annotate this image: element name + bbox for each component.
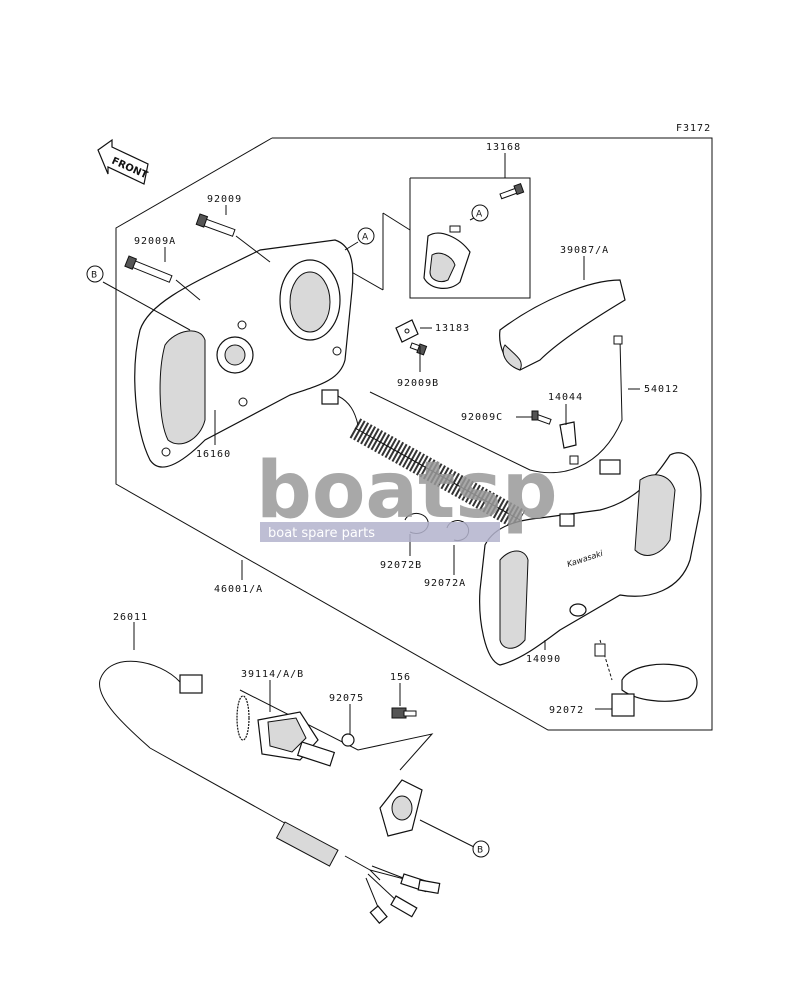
switch-39114[interactable] bbox=[236, 695, 336, 767]
label-156[interactable]: 156 bbox=[390, 672, 411, 683]
label-13183[interactable]: 13183 bbox=[435, 323, 470, 334]
label-92075[interactable]: 92075 bbox=[329, 693, 364, 704]
subassembly-frame bbox=[409, 177, 531, 299]
label-92009c[interactable]: 92009C bbox=[461, 412, 503, 423]
lever-13168[interactable] bbox=[423, 182, 525, 289]
assembly-frame bbox=[115, 137, 713, 731]
label-92009a[interactable]: 92009A bbox=[134, 236, 176, 247]
label-92009[interactable]: 92009 bbox=[207, 194, 242, 205]
screw-92075[interactable] bbox=[341, 733, 355, 747]
label-39087[interactable]: 39087/A bbox=[560, 245, 609, 256]
harness-26011[interactable] bbox=[99, 660, 441, 924]
diagram-code: F3172 bbox=[676, 123, 711, 134]
bolt-156[interactable] bbox=[391, 707, 417, 719]
housing-16160[interactable] bbox=[134, 239, 354, 468]
label-13168[interactable]: 13168 bbox=[486, 142, 521, 153]
watermark: boatsp boat spare parts bbox=[256, 446, 558, 542]
ref-marker-b-2: B bbox=[472, 840, 490, 858]
label-92072b[interactable]: 92072B bbox=[380, 560, 422, 571]
label-26011[interactable]: 26011 bbox=[113, 612, 148, 623]
label-92009b[interactable]: 92009B bbox=[397, 378, 439, 389]
label-92072a[interactable]: 92072A bbox=[424, 578, 466, 589]
label-14044[interactable]: 14044 bbox=[548, 392, 583, 403]
watermark-brand: boatsp bbox=[256, 446, 558, 536]
label-54012[interactable]: 54012 bbox=[644, 384, 679, 395]
bracket-14044[interactable] bbox=[559, 421, 577, 449]
plate-13183[interactable] bbox=[395, 319, 419, 343]
wire-spring[interactable] bbox=[321, 389, 526, 530]
bolt-92009c[interactable] bbox=[531, 410, 552, 425]
bolt-92009a[interactable] bbox=[124, 255, 173, 283]
ref-marker-a-1: A bbox=[357, 227, 375, 245]
cover-39087[interactable] bbox=[499, 279, 626, 371]
svg-text:A: A bbox=[476, 210, 483, 220]
svg-text:A: A bbox=[362, 233, 369, 243]
clamp-92072[interactable] bbox=[594, 639, 698, 717]
svg-text:B: B bbox=[477, 846, 483, 856]
front-arrow-icon: FRONT bbox=[97, 138, 149, 185]
ref-marker-b-1: B bbox=[86, 265, 104, 283]
label-46001[interactable]: 46001/A bbox=[214, 584, 263, 595]
ref-marker-a-2: A bbox=[471, 204, 489, 222]
handlebar-14090[interactable]: Kawasaki bbox=[479, 452, 702, 666]
part-labels: 13168 92009 92009A 39087/A 13183 92009B … bbox=[113, 142, 679, 716]
mount-plate[interactable] bbox=[379, 779, 423, 837]
svg-text:B: B bbox=[91, 271, 97, 281]
throttle-cable-54012[interactable] bbox=[369, 335, 623, 474]
label-92072[interactable]: 92072 bbox=[549, 705, 584, 716]
label-14090[interactable]: 14090 bbox=[526, 654, 561, 665]
label-16160[interactable]: 16160 bbox=[196, 449, 231, 460]
bolt-92009[interactable] bbox=[195, 213, 236, 237]
label-39114[interactable]: 39114/A/B bbox=[241, 669, 304, 680]
watermark-tagline: boat spare parts bbox=[268, 526, 375, 541]
screw-92009b[interactable] bbox=[409, 342, 428, 356]
